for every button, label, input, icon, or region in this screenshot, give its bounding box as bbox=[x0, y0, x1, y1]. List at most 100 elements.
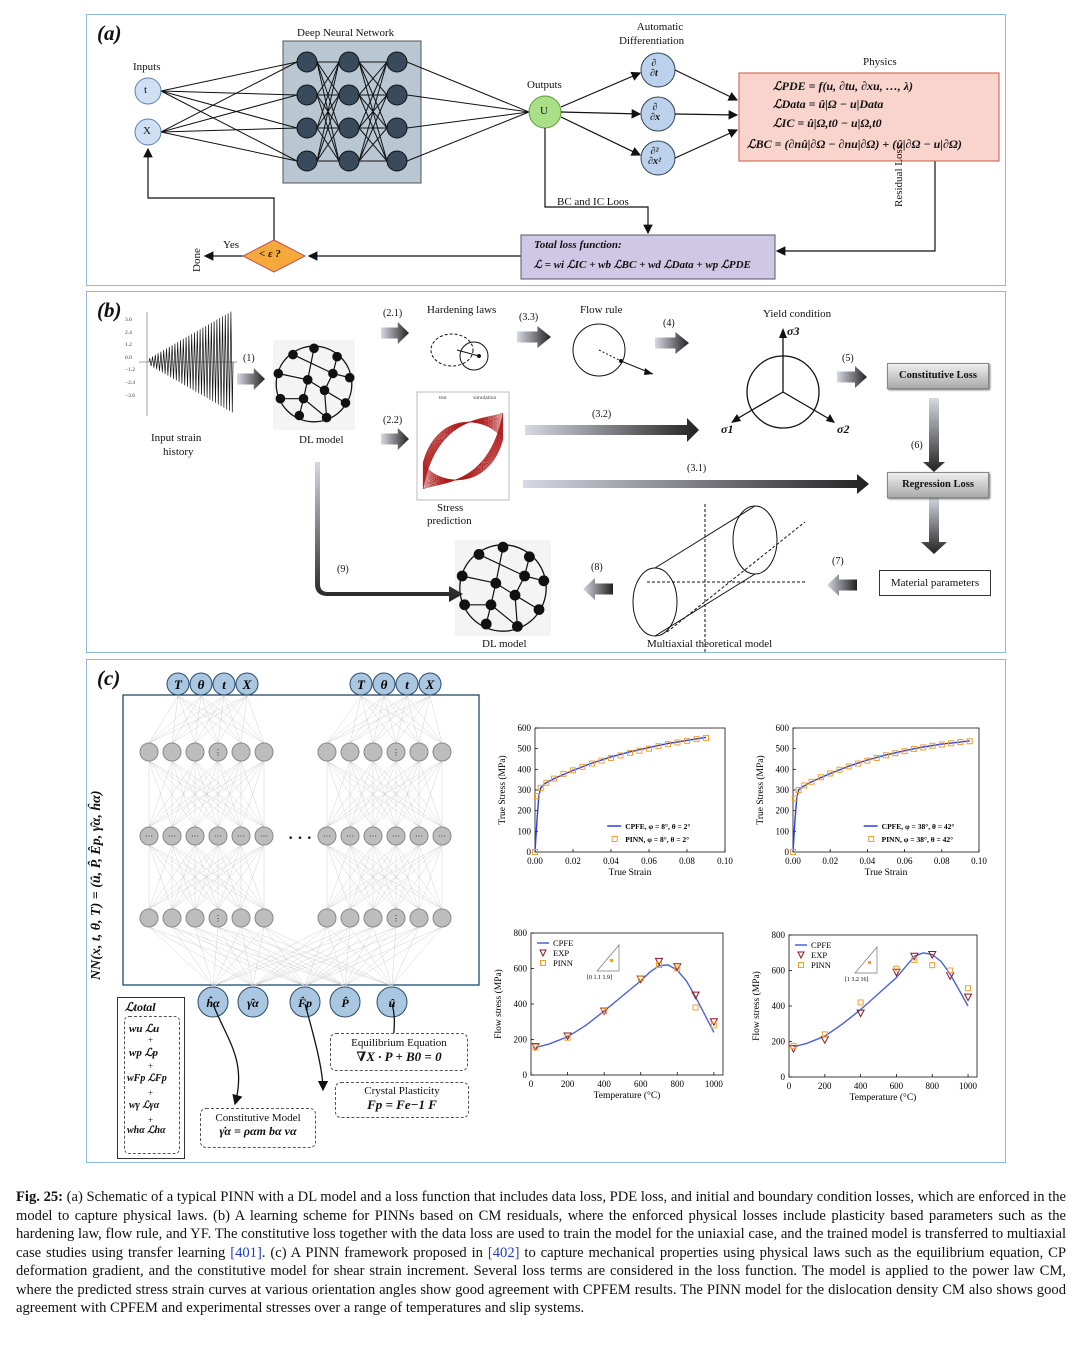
data-point bbox=[910, 746, 917, 753]
data-point bbox=[646, 745, 652, 752]
data-point bbox=[957, 739, 964, 746]
data-point bbox=[820, 1036, 830, 1045]
data-point bbox=[691, 991, 700, 1000]
y-tick-label: 0 bbox=[781, 1072, 786, 1082]
caption-ref-401[interactable]: [401] bbox=[230, 1244, 262, 1261]
orientation-marker bbox=[610, 959, 613, 962]
nn-neuron bbox=[409, 908, 429, 928]
stress-prediction-label-1: Stress bbox=[437, 502, 464, 514]
y-tick-label: 400 bbox=[514, 999, 528, 1009]
data-point bbox=[892, 968, 901, 977]
multiaxial-cylinder bbox=[632, 502, 807, 652]
done-label: Done bbox=[191, 248, 203, 272]
caption-text-b: . (c) A PINN framework proposed in bbox=[261, 1244, 488, 1261]
dnn-neuron bbox=[338, 84, 360, 106]
dnn-neuron bbox=[296, 51, 318, 73]
dnn-neuron bbox=[296, 150, 318, 172]
dnn-neuron bbox=[338, 150, 360, 172]
ad-title-2: Differentiation bbox=[619, 35, 685, 47]
x-tick-label: 0.10 bbox=[717, 856, 733, 866]
inset-label: [1 3.2 16] bbox=[845, 977, 869, 983]
constitutive-model-box: Constitutive Model γ̇α = ραm bα vα bbox=[200, 1108, 316, 1148]
x-axis-label: Temperature (°C) bbox=[850, 1092, 917, 1103]
svg-text:···: ··· bbox=[392, 832, 400, 841]
data-point bbox=[589, 760, 595, 767]
panel-b-label: (b) bbox=[97, 298, 122, 322]
data-point bbox=[599, 1007, 609, 1016]
sigma-3-label: σ3 bbox=[787, 324, 800, 338]
step-1-label: (1) bbox=[243, 353, 255, 364]
nn-input-node bbox=[235, 672, 259, 696]
y-tick-label: 400 bbox=[776, 764, 790, 774]
nn-neuron bbox=[363, 908, 383, 928]
x-tick-label: 0.04 bbox=[860, 856, 876, 866]
nn-neuron bbox=[432, 908, 452, 928]
data-point bbox=[672, 963, 682, 972]
chart-frame bbox=[534, 727, 726, 853]
nn-output-label: ĥα bbox=[206, 995, 220, 1010]
bc-ic-loss-label: BC and IC Loos bbox=[557, 196, 629, 208]
nn-neuron bbox=[363, 826, 383, 846]
legend-label: EXP bbox=[811, 950, 827, 960]
y-tick-label: 600 bbox=[772, 966, 786, 976]
caption-ref-402[interactable]: [402] bbox=[487, 1244, 520, 1261]
nn-neuron bbox=[340, 742, 360, 762]
data-point bbox=[627, 749, 633, 756]
nn-input-label: t bbox=[222, 677, 226, 692]
legend-swatch bbox=[611, 836, 618, 842]
dl-graph-node bbox=[497, 541, 509, 553]
equilibrium-title: Equilibrium Equation bbox=[351, 1037, 447, 1049]
legend-swatch bbox=[797, 951, 805, 960]
stereographic-triangle bbox=[596, 944, 620, 972]
nn-input-label: t bbox=[405, 677, 409, 692]
inputs-title: Inputs bbox=[133, 61, 161, 73]
svg-text:···: ··· bbox=[415, 832, 423, 841]
caption-label: Fig. 25: bbox=[16, 1189, 64, 1205]
data-point bbox=[637, 975, 644, 982]
y-tick-label: 100 bbox=[518, 826, 532, 836]
data-point bbox=[966, 738, 973, 745]
data-point bbox=[563, 1032, 572, 1041]
dl-graph-node bbox=[344, 372, 355, 383]
ad-node-dt bbox=[640, 52, 676, 88]
loss-term-p: wp ℒp bbox=[129, 1047, 159, 1059]
x-tick-label: 1000 bbox=[705, 1079, 724, 1089]
data-point bbox=[656, 961, 662, 968]
y-tick-label: 300 bbox=[776, 785, 790, 795]
nn-input-node bbox=[395, 672, 419, 696]
eq-ic: ℒIC = û|Ω,t0 − u|Ω,t0 bbox=[773, 116, 882, 130]
data-point bbox=[617, 752, 624, 759]
data-point bbox=[920, 744, 927, 751]
arrow-7 bbox=[921, 497, 947, 554]
data-point bbox=[560, 770, 567, 777]
step-2-2-label: (2.2) bbox=[383, 415, 403, 426]
nn-input-node bbox=[212, 672, 236, 696]
x-tick-label: 0.00 bbox=[527, 856, 543, 866]
output-u-label: U bbox=[540, 105, 548, 117]
dl-model-label-1: DL model bbox=[299, 434, 344, 446]
dl-graph-node bbox=[298, 393, 309, 404]
data-point bbox=[893, 965, 900, 972]
orientation-marker bbox=[868, 961, 871, 964]
ad-dx2-label: ∂²∂x² bbox=[648, 146, 661, 167]
dnn-title: Deep Neural Network bbox=[297, 27, 395, 39]
data-point bbox=[790, 1042, 797, 1049]
nn-neuron bbox=[139, 826, 159, 846]
x-tick-label: 800 bbox=[671, 1079, 685, 1089]
svg-text:⋮: ⋮ bbox=[392, 914, 400, 923]
nn-output-node bbox=[329, 986, 361, 1018]
dl-graph-node bbox=[538, 575, 550, 587]
data-point bbox=[537, 784, 544, 791]
stress-legend-test: test bbox=[439, 395, 447, 401]
caption-text-a: (a) Schematic of a typical PINN with a D… bbox=[16, 1189, 1066, 1261]
material-parameters-box: Material parameters bbox=[879, 570, 991, 596]
dl-graph-node bbox=[309, 343, 319, 354]
dl-graph-node bbox=[480, 618, 492, 630]
dnn-neuron bbox=[386, 150, 408, 172]
x-tick-label: 1000 bbox=[959, 1081, 978, 1091]
total-loss-box bbox=[520, 234, 776, 280]
data-point bbox=[947, 967, 954, 974]
y-tick-label: 300 bbox=[518, 785, 532, 795]
